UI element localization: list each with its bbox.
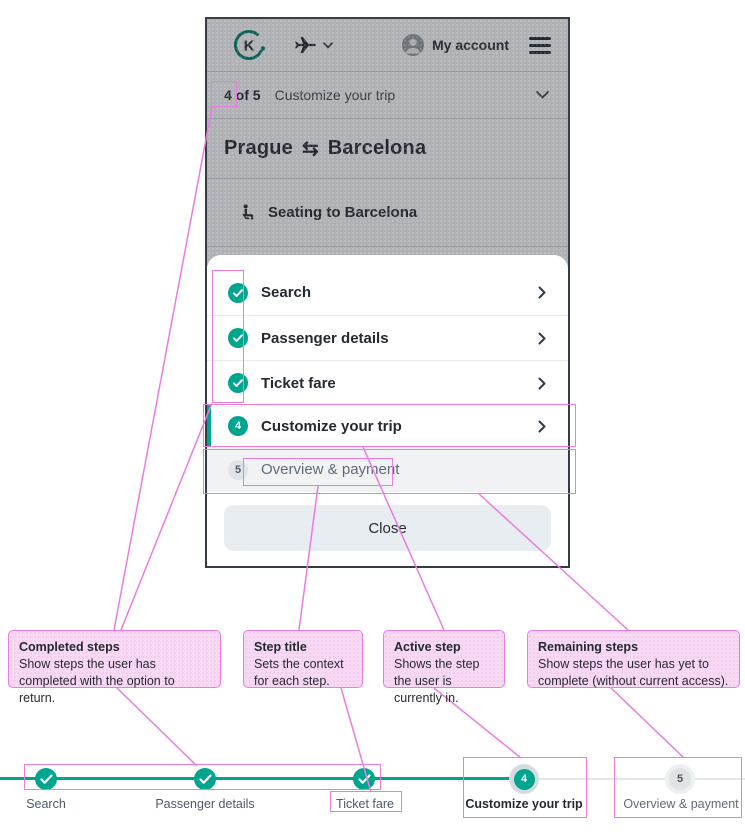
step-label: Ticket fare — [261, 374, 336, 392]
stepper-check-search — [35, 768, 57, 790]
stepper-step-5: 5 — [665, 764, 695, 794]
chevron-down-icon — [323, 41, 333, 49]
step-label: Search — [261, 284, 312, 301]
step-row-ticket-fare[interactable]: Ticket fare — [207, 360, 568, 405]
kiwi-logo[interactable]: K — [232, 28, 266, 62]
chevron-right-icon — [538, 377, 546, 389]
stepper-label-overview-payment: Overview & payment — [623, 797, 739, 811]
phone-screenshot: K My account 4 — [205, 17, 570, 568]
step-label: Customize your trip — [261, 417, 402, 435]
stepper-track-remaining — [524, 778, 745, 780]
check-icon — [228, 373, 248, 393]
annotation-title: Step title — [254, 640, 307, 654]
annotation-step-title: Step title Sets the context for each ste… — [243, 630, 363, 688]
chevron-right-icon — [538, 332, 546, 344]
context-row[interactable]: Seating to Barcelona — [207, 178, 568, 247]
annotation-title: Active step — [394, 640, 461, 654]
avatar — [401, 34, 424, 56]
step-row-overview-payment: 5 Overview & payment — [207, 447, 568, 492]
annotation-body: Sets the context for each step. — [254, 657, 344, 688]
seat-icon — [242, 204, 254, 220]
trip-type-selector[interactable] — [294, 33, 333, 57]
step-row-passenger-details[interactable]: Passenger details — [207, 315, 568, 360]
my-account-button[interactable]: My account — [432, 37, 509, 53]
step-label: Passenger details — [261, 329, 389, 347]
context-label: Seating to Barcelona — [268, 204, 417, 221]
stepper-check-passenger-details — [194, 768, 216, 790]
chevron-down-icon[interactable] — [536, 91, 549, 99]
annotation-body: Show steps the user has yet to complete … — [538, 657, 729, 688]
steps-modal: Search Passenger details — [207, 255, 568, 566]
app-header: K My account — [207, 19, 568, 72]
stepper-label-passenger-details: Passenger details — [155, 797, 255, 811]
step-number-badge: 4 — [513, 768, 535, 790]
route-destination: Barcelona — [328, 137, 427, 160]
annotation-remaining-steps: Remaining steps Show steps the user has … — [527, 630, 740, 688]
chevron-right-icon — [538, 286, 546, 299]
menu-button[interactable] — [529, 36, 551, 54]
stepper-label-customize-your-trip: Customize your trip — [465, 797, 583, 811]
stepper-check-ticket-fare — [353, 768, 375, 790]
hamburger-icon — [529, 36, 551, 40]
kiwi-logo-letter: K — [244, 38, 255, 55]
check-icon — [198, 773, 212, 784]
annotation-title: Remaining steps — [538, 640, 639, 654]
annotation-body: Shows the step the user is currently in. — [394, 657, 480, 705]
airplane-icon — [295, 36, 316, 54]
step-counter: 4 of 5 — [224, 87, 261, 103]
step-number-badge: 5 — [669, 768, 691, 790]
stepper-label-search: Search — [26, 797, 66, 811]
route-origin: Prague — [224, 137, 293, 160]
annotation-body: Show steps the user has completed with t… — [19, 657, 175, 705]
step-number-badge: 5 — [228, 459, 248, 480]
stepper-track-completed — [0, 777, 524, 780]
chevron-right-icon — [538, 420, 546, 432]
swap-arrows-icon: ⇆ — [302, 136, 319, 161]
step-row-search[interactable]: Search — [207, 270, 568, 315]
progress-bar[interactable]: 4 of 5 Customize your trip — [207, 72, 568, 118]
progress-title: Customize your trip — [275, 87, 396, 103]
stepper-step-4: 4 — [509, 764, 539, 794]
step-row-customize-your-trip[interactable]: 4 Customize your trip — [207, 405, 568, 447]
check-icon — [228, 282, 248, 303]
step-label: Overview & payment — [261, 461, 400, 478]
annotation-title: Completed steps — [19, 640, 120, 654]
close-button[interactable]: Close — [224, 505, 551, 551]
route-heading: Prague ⇆ Barcelona — [207, 118, 568, 178]
annotation-completed-steps: Completed steps Show steps the user has … — [8, 630, 221, 705]
check-icon — [39, 773, 53, 784]
annotation-active-step: Active step Shows the step the user is c… — [383, 630, 505, 705]
step-number-badge: 4 — [228, 416, 248, 436]
check-icon — [228, 328, 248, 348]
stepper-label-ticket-fare: Ticket fare — [336, 797, 394, 811]
check-icon — [357, 773, 371, 784]
